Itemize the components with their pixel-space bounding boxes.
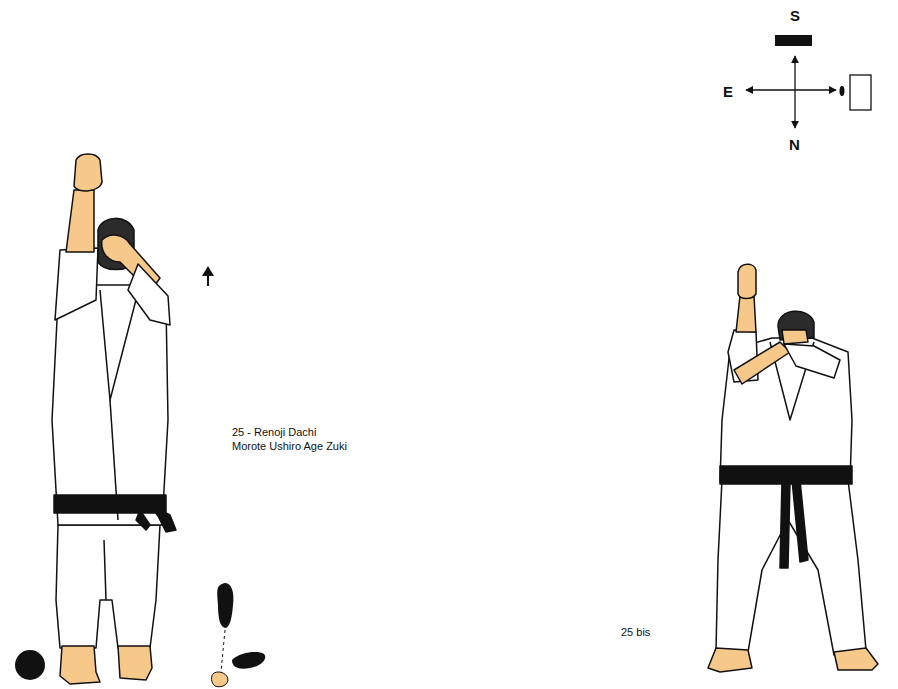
compass-letter: E bbox=[723, 83, 733, 102]
compass-arrow bbox=[746, 89, 795, 90]
compass-arrow bbox=[795, 89, 836, 90]
compass bbox=[746, 35, 871, 128]
karateka-figure-back bbox=[708, 264, 878, 672]
west-mark bbox=[840, 86, 845, 96]
karateka-figure bbox=[52, 154, 176, 684]
marker-dot bbox=[15, 650, 45, 680]
direction-arrow bbox=[202, 266, 214, 286]
footprints bbox=[211, 583, 265, 687]
compass-arrow bbox=[794, 56, 795, 90]
step-number: 25 bis bbox=[621, 626, 650, 640]
south-bar bbox=[775, 35, 812, 46]
step-label: 25 - Renoji Dachi Morote Ushiro Age Zuki bbox=[232, 426, 350, 454]
west-rect bbox=[850, 75, 871, 110]
compass-arrow bbox=[794, 90, 795, 128]
compass-letter: S bbox=[790, 7, 800, 26]
compass-letter: N bbox=[789, 136, 800, 155]
